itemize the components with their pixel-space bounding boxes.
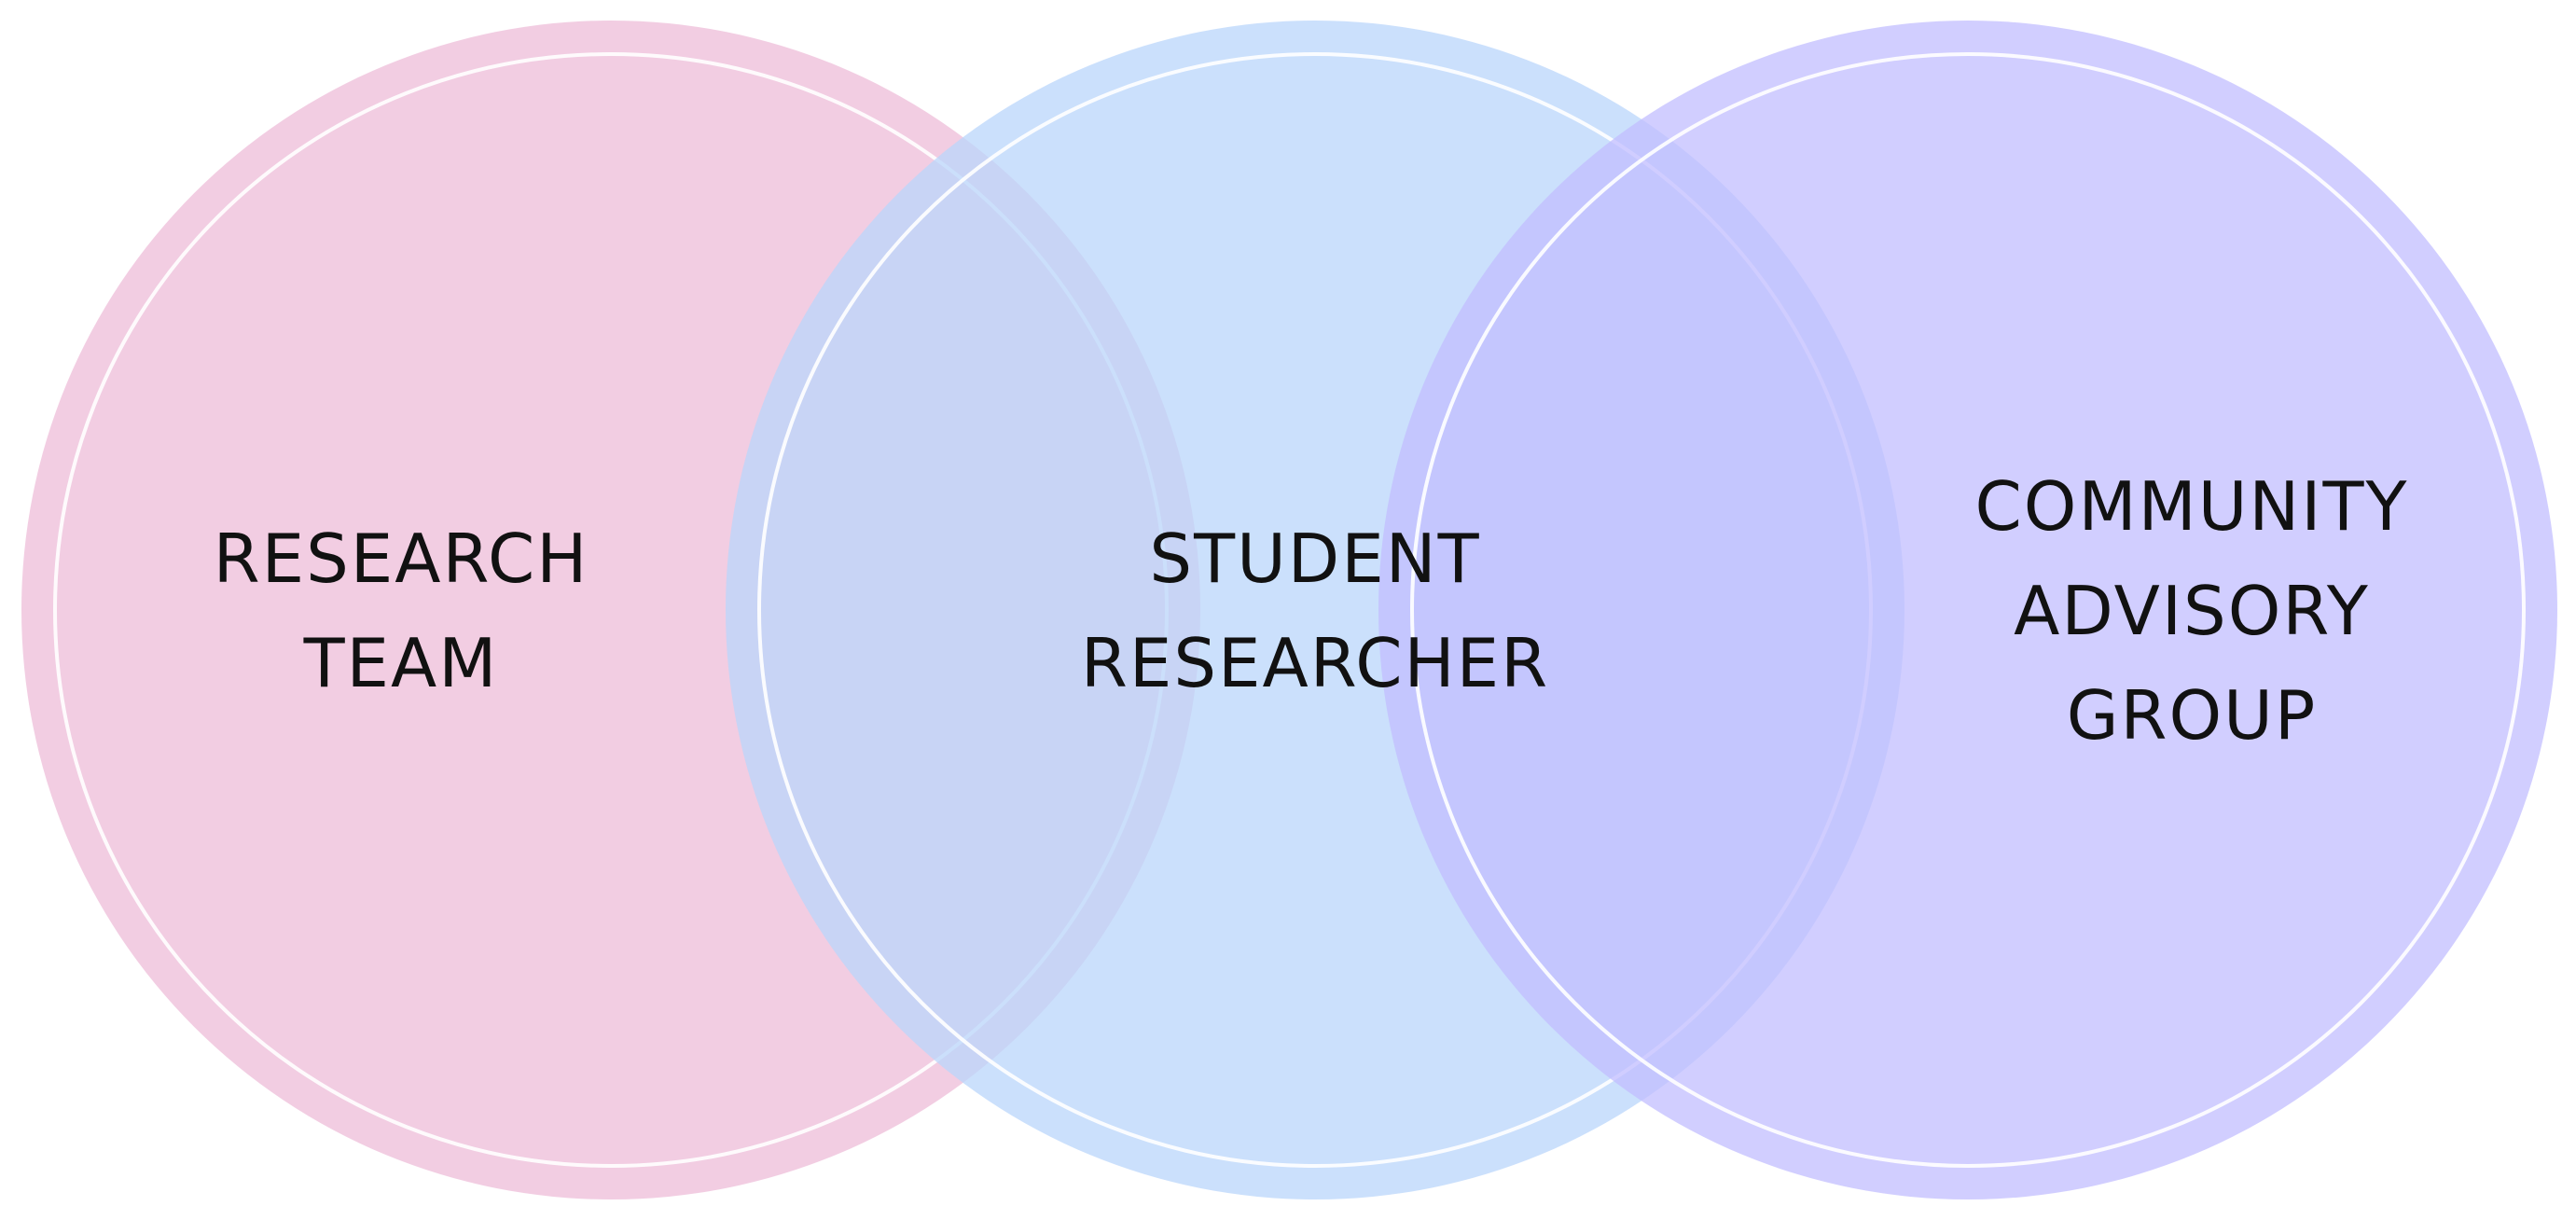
- community-advisory-group-circle-fill: [1378, 21, 2557, 1199]
- labels-layer: RESEARCH TEAM STUDENT RESEARCHER COMMUNITY AD…: [214, 467, 2409, 755]
- community-advisory-group-circle-ring: [1410, 52, 2526, 1168]
- community-advisory-group-label-line: GROUP: [2067, 676, 2318, 755]
- community-advisory-group-circle: [1378, 21, 2557, 1199]
- student-researcher-label-line: STUDENT: [1149, 520, 1480, 598]
- research-team-label-line: RESEARCH: [214, 520, 589, 598]
- community-advisory-group-label-line: ADVISORY: [2014, 572, 2370, 650]
- circles-layer: [21, 21, 2557, 1199]
- student-researcher-label-line: RESEARCHER: [1081, 624, 1549, 702]
- research-team-label: RESEARCH TEAM: [214, 520, 589, 702]
- community-advisory-group-label: COMMUNITY ADVISORY GROUP: [1975, 467, 2409, 755]
- community-advisory-group-label-line: COMMUNITY: [1975, 467, 2409, 546]
- student-researcher-label: STUDENT RESEARCHER: [1081, 520, 1549, 702]
- research-team-label-line: TEAM: [303, 624, 499, 702]
